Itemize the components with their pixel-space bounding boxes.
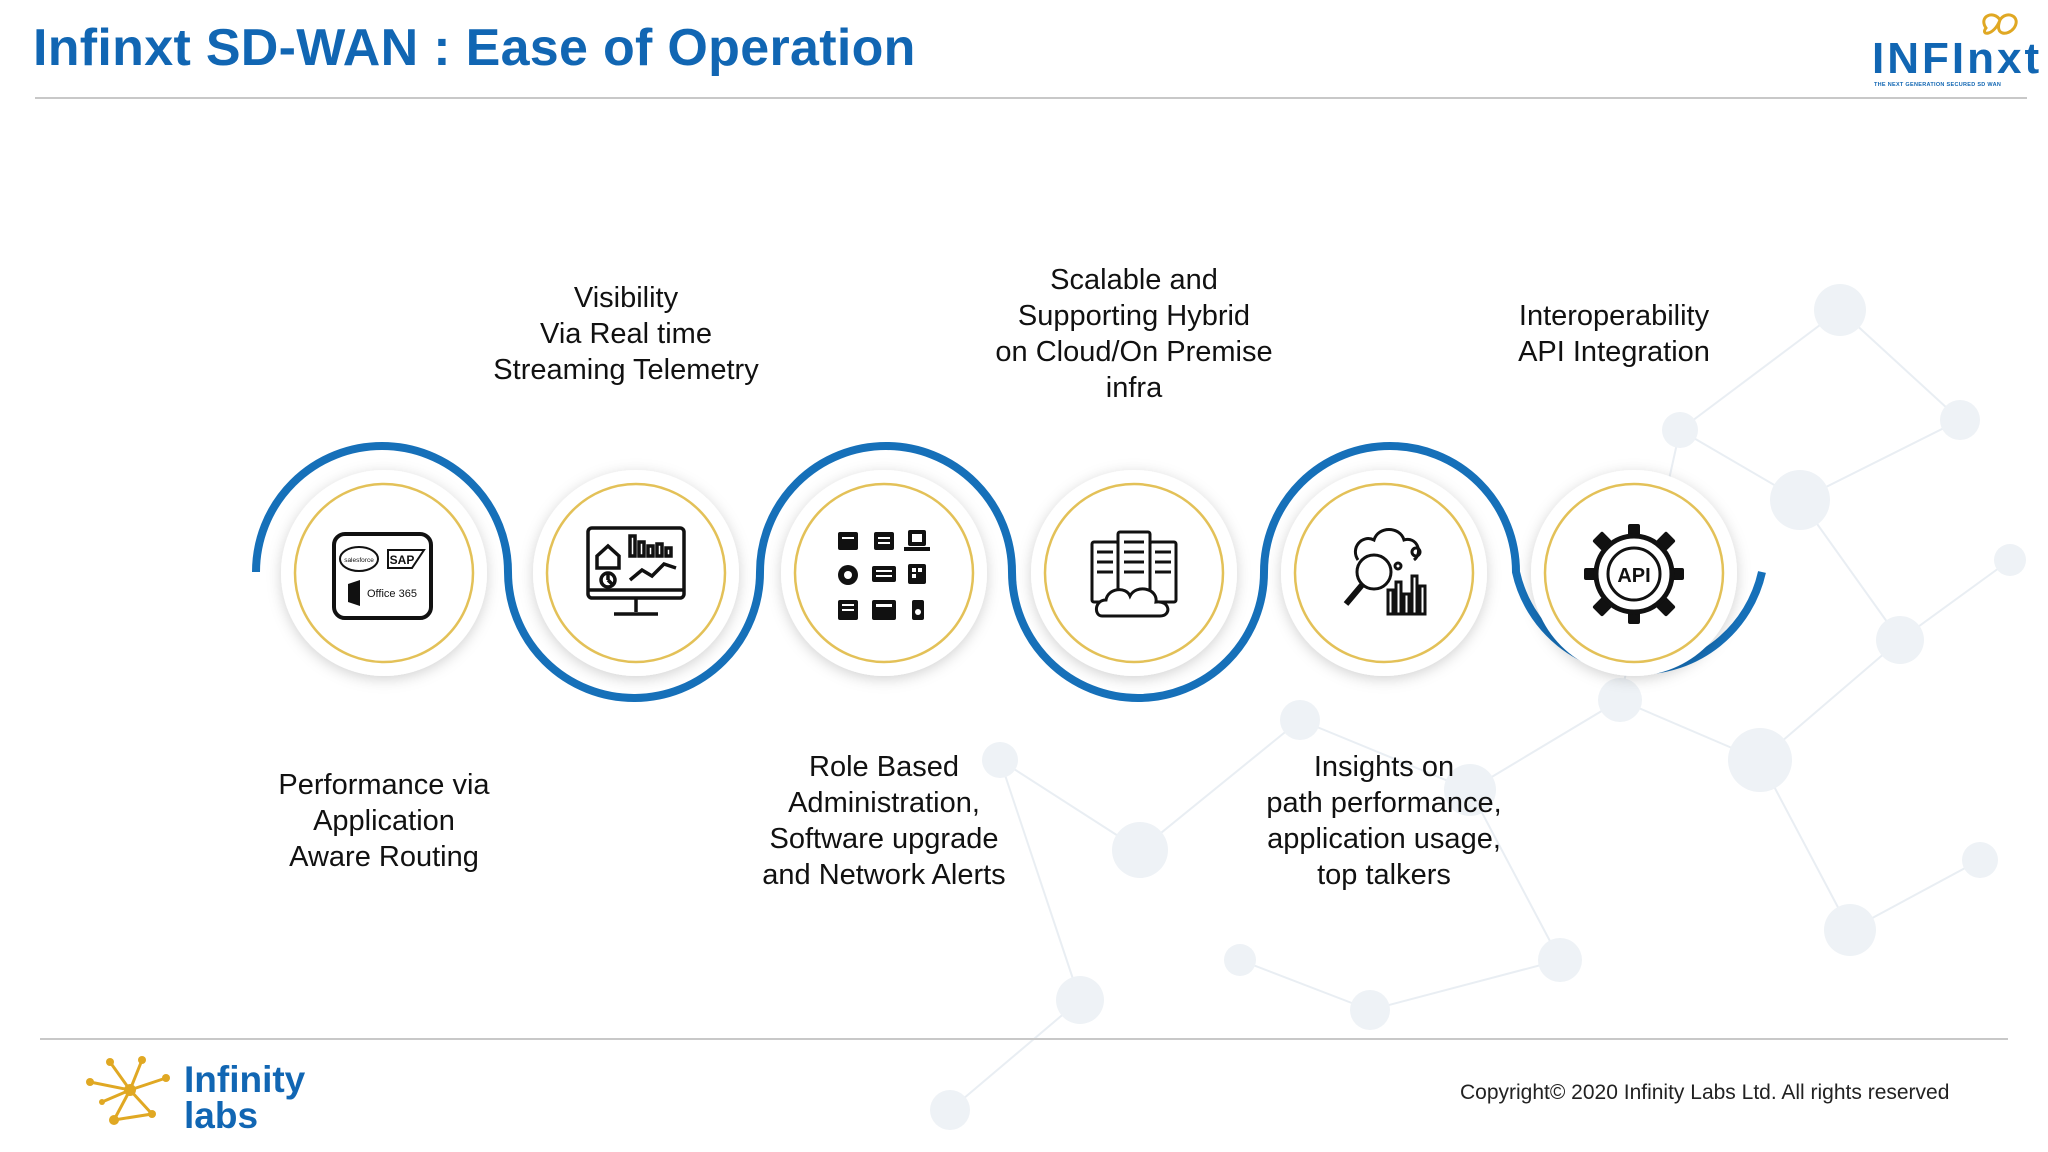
step-1-caption: Performance via Application Aware Routin… xyxy=(244,767,524,875)
api-label: API xyxy=(1617,565,1650,587)
caption-line: Administration, xyxy=(788,787,980,819)
caption-line: Application xyxy=(313,805,455,837)
step-6-api-integration: API xyxy=(1531,444,1737,676)
slide-title: Infinxt SD-WAN : Ease of Operation xyxy=(33,19,916,77)
step-3-role-administration xyxy=(781,470,987,702)
copyright-text: Copyright© 2020 Infinity Labs Ltd. All r… xyxy=(1460,1081,1950,1104)
caption-line: Insights on xyxy=(1313,751,1455,783)
flow-wave-line xyxy=(252,442,1766,702)
caption-line: on Cloud/On Premise xyxy=(995,336,1273,368)
company-name-line1: Infinity xyxy=(184,1059,306,1100)
caption-line: Visibility xyxy=(573,282,679,314)
caption-line: application usage, xyxy=(1267,823,1501,855)
step-5-caption: Insights on path performance, applicatio… xyxy=(1224,749,1544,893)
step-2-caption: Visibility Via Real time Streaming Telem… xyxy=(466,280,786,388)
step-2-visibility-telemetry xyxy=(533,444,739,676)
footer-company-name: Infinity labs xyxy=(184,1059,306,1136)
step-1-performance-routing: salesforce SAP Office 365 xyxy=(281,470,487,702)
caption-line: Software upgrade xyxy=(769,823,999,855)
caption-line: infra xyxy=(1105,372,1163,404)
step-6-caption: Interoperability API Integration xyxy=(1484,298,1744,370)
caption-line: Scalable and xyxy=(1050,264,1218,296)
cloud-servers-icon xyxy=(1090,530,1178,618)
saas-apps-icon: salesforce SAP Office 365 xyxy=(332,532,433,620)
api-gear-icon: API xyxy=(1584,524,1684,624)
caption-line: top talkers xyxy=(1317,859,1451,891)
step-4-caption: Scalable and Supporting Hybrid on Cloud/… xyxy=(974,262,1294,406)
company-name-line2: labs xyxy=(184,1095,259,1136)
caption-line: API Integration xyxy=(1518,336,1710,368)
dashboard-monitor-icon xyxy=(586,526,686,616)
header-divider xyxy=(35,97,2027,99)
admin-tools-grid-icon xyxy=(838,530,930,620)
infinity-labs-network-icon xyxy=(86,1056,170,1125)
step-4-scalable-hybrid xyxy=(1031,444,1237,676)
brand-name: INFInxt xyxy=(1872,34,2043,83)
caption-line: Aware Routing xyxy=(289,841,479,873)
caption-line: and Network Alerts xyxy=(762,859,1006,891)
caption-line: Via Real time xyxy=(540,318,712,350)
caption-line: path performance, xyxy=(1266,787,1502,819)
infinxt-logo-infinity-icon xyxy=(1982,13,2018,35)
brand-tagline: THE NEXT GENERATION SECURED SD WAN xyxy=(1874,82,2002,88)
sap-label: SAP xyxy=(390,553,415,567)
caption-line: Interoperability xyxy=(1518,300,1710,332)
step-5-insights xyxy=(1281,470,1487,702)
salesforce-label: salesforce xyxy=(344,557,374,564)
caption-line: Supporting Hybrid xyxy=(1017,300,1251,332)
caption-line: Performance via xyxy=(278,769,490,801)
office365-label: Office 365 xyxy=(367,588,417,600)
caption-line: Streaming Telemetry xyxy=(493,354,759,386)
caption-line: Role Based xyxy=(809,751,959,783)
analytics-magnifier-icon xyxy=(1343,528,1427,616)
step-3-caption: Role Based Administration, Software upgr… xyxy=(724,749,1044,893)
footer-divider xyxy=(40,1038,2008,1040)
